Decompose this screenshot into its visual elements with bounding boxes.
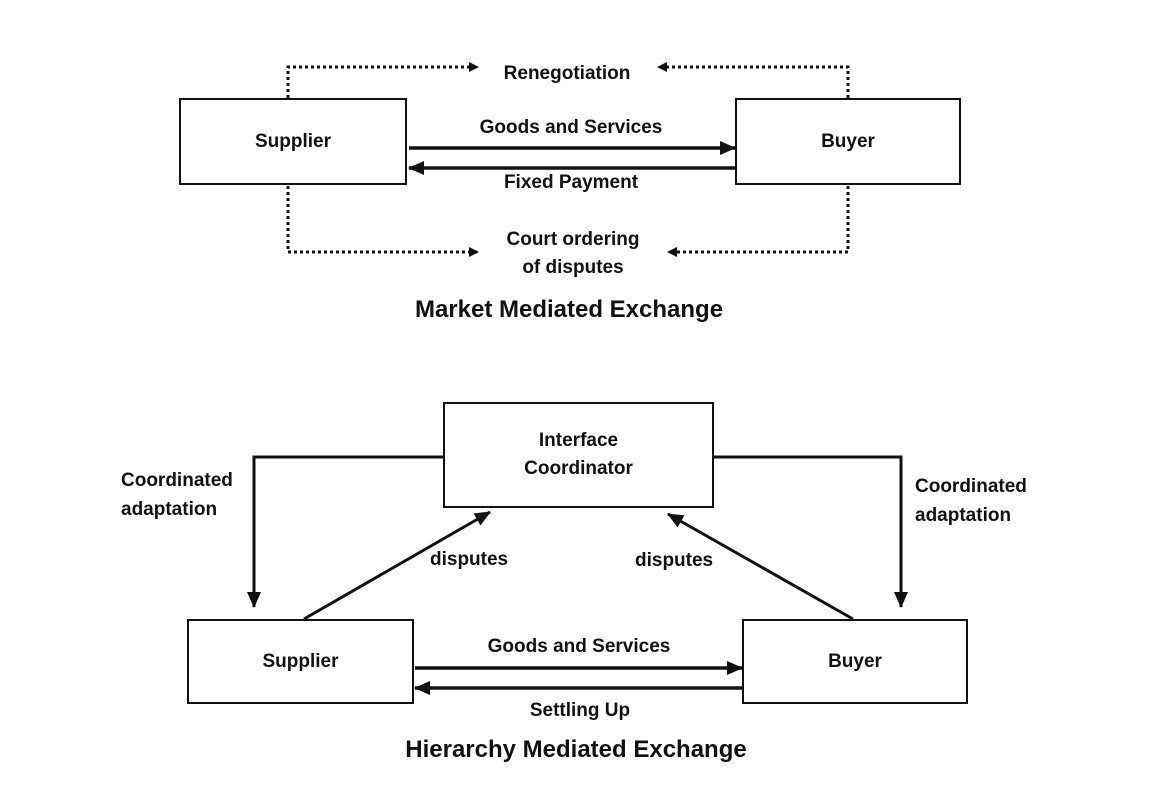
right-disputes-label: disputes <box>635 550 714 571</box>
buyer-disputes-arrow <box>667 512 854 621</box>
settling-up-label: Settling Up <box>529 700 631 721</box>
court-right-dotted-arrow <box>667 186 850 257</box>
supplier-disputes-arrow <box>303 510 491 621</box>
market-title: Market Mediated Exchange <box>414 296 724 323</box>
market-supplier-label: Supplier <box>254 130 331 152</box>
of-disputes-label: of disputes <box>522 257 624 278</box>
hierarchy-supplier-label: Supplier <box>262 650 339 672</box>
left-disputes-label: disputes <box>430 549 509 570</box>
hierarchy-buyer-label: Buyer <box>828 650 882 672</box>
court-ordering-label: Court ordering <box>506 229 640 250</box>
right-adaptation-arrow <box>713 455 908 608</box>
market-buyer-box: Buyer <box>735 98 961 185</box>
market-buyer-label: Buyer <box>821 130 875 152</box>
hierarchy-goods-label: Goods and Services <box>487 636 671 657</box>
court-left-dotted-arrow <box>286 186 479 257</box>
fixed-payment-label: Fixed Payment <box>503 172 639 193</box>
hierarchy-title: Hierarchy Mediated Exchange <box>405 736 747 763</box>
interface-coordinator-label: Interface Coordinator <box>524 430 633 479</box>
renegotiation-left-dotted-arrow <box>286 62 479 98</box>
market-supplier-box: Supplier <box>179 98 407 185</box>
interface-coordinator-box: Interface Coordinator <box>443 402 714 508</box>
hierarchy-supplier-box: Supplier <box>187 619 414 704</box>
renegotiation-label: Renegotiation <box>503 63 631 84</box>
left-adaptation-arrow <box>247 455 443 608</box>
left-coordinated-adaptation-label: Coordinated adaptation <box>121 470 233 520</box>
market-goods-label: Goods and Services <box>479 117 663 138</box>
hierarchy-buyer-box: Buyer <box>742 619 968 704</box>
renegotiation-right-dotted-arrow <box>657 62 850 98</box>
right-coordinated-adaptation-label: Coordinated adaptation <box>915 476 1027 526</box>
